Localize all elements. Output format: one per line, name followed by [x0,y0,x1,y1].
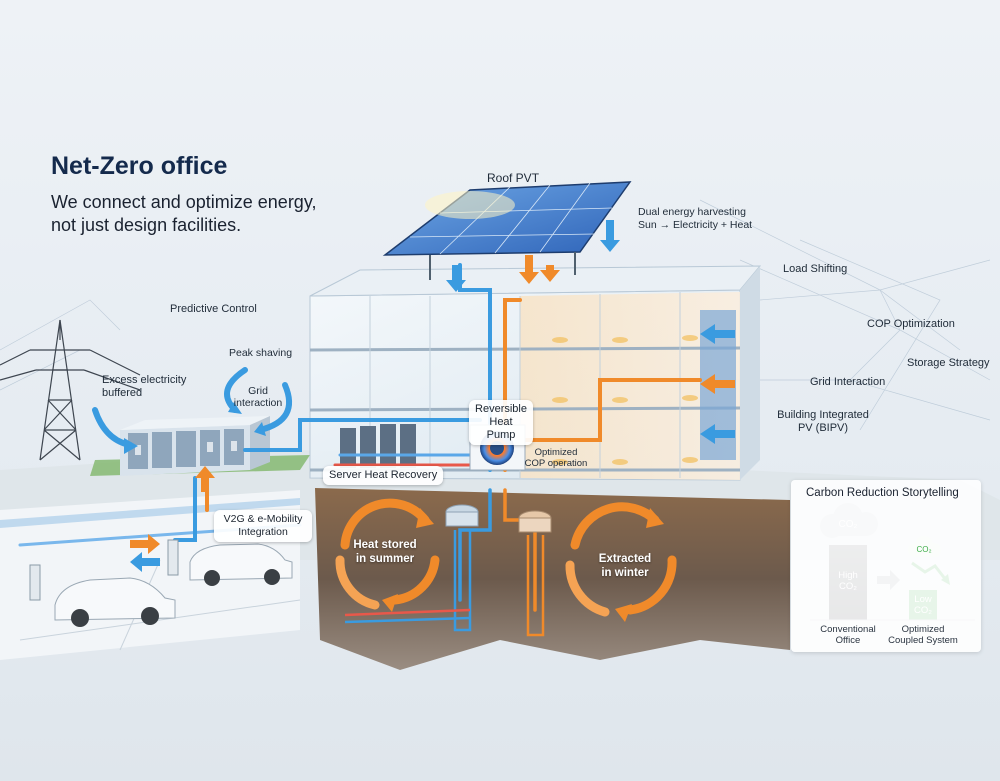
heat-stored-line-1: Heat stored [350,538,420,552]
v2g-line-1: V2G & e-Mobility [220,513,306,526]
conventional-office-line-1: Conventional [808,624,888,635]
extracted-label: Extracted in winter [590,552,660,580]
peak-shaving-label: Peak shaving [229,347,292,360]
co2-small-cloud-text: CO₂ [912,544,936,555]
soil-section [315,488,790,670]
heat-pump-label: Reversible Heat Pump [469,400,533,445]
server-heat-recovery-label: Server Heat Recovery [323,466,443,485]
heat-stored-label: Heat stored in summer [350,538,420,566]
conventional-office-line-2: Office [808,635,888,646]
optimized-cop-line-1: Optimized [522,447,590,458]
high-co2-line-1: High [829,570,867,581]
v2g-label: V2G & e-Mobility Integration [214,510,312,542]
co2-cloud-text: CO₂ [832,519,864,530]
v2g-line-2: Integration [220,526,306,539]
excess-electricity-line-2: buffered [102,387,142,400]
optimized-cop-line-2: COP operation [522,458,590,469]
heat-pump-line-2: Heat Pump [475,416,527,442]
tagline-line-1: We connect and optimize energy, [51,192,316,213]
load-shifting-label: Load Shifting [783,263,847,276]
low-co2-line-1: Low [909,594,937,605]
dual-harvest-line-2: Sun → Electricity + Heat [638,219,752,232]
roof-pvt-panels [385,182,630,280]
tagline-line-2: not just design facilities. [51,215,241,236]
optimized-system-line-1: Optimized [883,624,963,635]
dual-harvest-line-1: Dual energy harvesting [638,206,746,219]
grid-interaction-right-label: Grid Interaction [810,376,885,389]
roof-pvt-label: Roof PVT [487,172,539,185]
extracted-line-2: in winter [590,566,660,580]
page-title: Net-Zero office [51,152,227,181]
excess-electricity-line-1: Excess electricity [102,374,186,387]
heat-stored-line-2: in summer [350,552,420,566]
carbon-title: Carbon Reduction Storytelling [806,487,959,499]
cop-optimization-label: COP Optimization [867,318,955,331]
optimized-system-line-2: Coupled System [883,635,963,646]
heat-pump-line-1: Reversible [475,403,527,416]
high-co2-line-2: CO₂ [829,581,867,592]
grid-interaction-left-line-2: interaction [233,397,283,410]
predictive-control-label: Predictive Control [170,303,257,316]
battery-storage [120,416,270,476]
extracted-line-1: Extracted [590,552,660,566]
low-co2-line-2: CO₂ [909,605,937,616]
bipv-label-line-2: PV (BIPV) [768,422,878,435]
bipv-label-line-1: Building Integrated [768,409,878,422]
storage-strategy-label: Storage Strategy [907,357,990,370]
